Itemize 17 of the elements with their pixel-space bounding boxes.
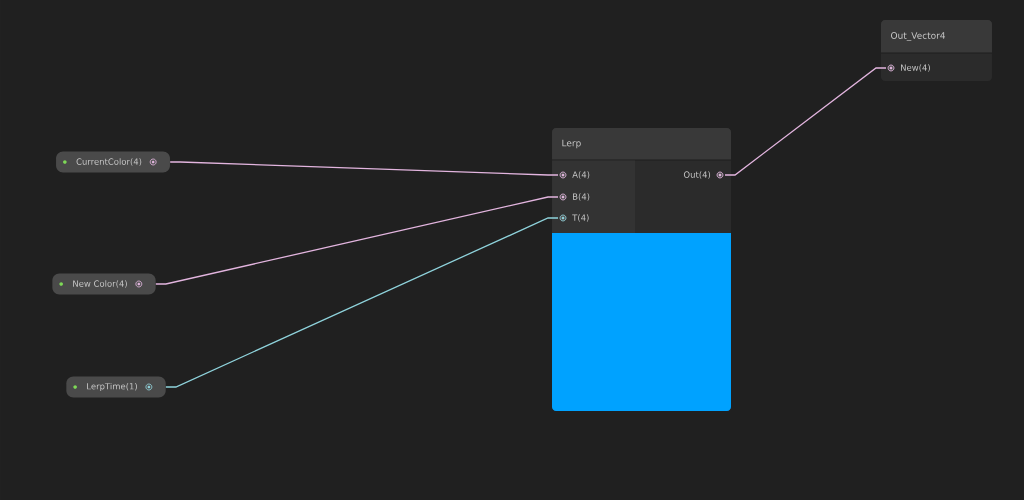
node-label: A(4) — [572, 171, 590, 179]
input-port: New(4) — [887, 64, 930, 72]
input-port: B(4) — [559, 193, 590, 201]
connector — [165, 217, 559, 388]
input-node: CurrentColor(4) — [56, 151, 170, 173]
connector — [155, 196, 559, 285]
output-port: Out(4) — [683, 171, 724, 179]
connector — [724, 67, 887, 176]
input-port: T(4) — [559, 214, 589, 222]
node-label: T(4) — [572, 214, 589, 222]
node-label: New(4) — [901, 64, 930, 72]
connector — [169, 161, 559, 176]
input-port: A(4) — [559, 171, 590, 179]
input-node: LerpTime(1) — [66, 376, 166, 398]
input-node: New Color(4) — [52, 273, 156, 295]
node-label: B(4) — [573, 193, 590, 201]
node-label: Out(4) — [683, 171, 711, 179]
